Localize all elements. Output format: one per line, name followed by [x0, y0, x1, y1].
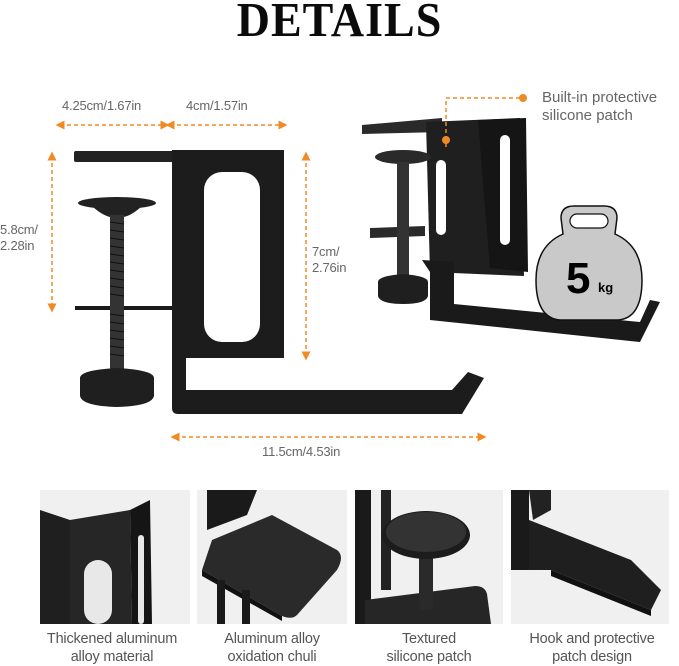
feature-caption-2: Aluminum alloy oxidation chuli [224, 631, 320, 665]
hook-length-label: 11.5cm/4.53in [262, 444, 341, 459]
clamp-depth-label: 4.25cm/1.67in [62, 98, 142, 113]
clamp-height-in-label: 2.28in [0, 238, 35, 253]
feature-image-oxidation [197, 490, 347, 624]
callout-line1: Built-in protective [542, 89, 658, 106]
feature-image-silicone [355, 490, 503, 624]
clamp-height-cm-label: 5.8cm/ [0, 222, 38, 237]
bracket-height-cm-label: 7cm/ [312, 244, 340, 259]
weight-value: 5 [566, 254, 591, 303]
callout-line2: silicone patch [542, 107, 633, 124]
feature-caption-3: Textured silicone patch [386, 631, 472, 665]
page-title: DETAILS [236, 0, 443, 47]
feature-image-thickened-alloy [40, 490, 190, 624]
feature-caption-4: Hook and protective patch design [529, 631, 655, 665]
dimension-diagram [47, 94, 660, 442]
weight-badge [535, 205, 643, 321]
feature-caption-1: Thickened aluminum alloy material [46, 631, 178, 665]
bracket-height-in-label: 2.76in [312, 260, 347, 275]
bracket-width-label: 4cm/1.57in [186, 98, 248, 113]
weight-unit: kg [598, 280, 614, 295]
feature-image-hook [511, 490, 669, 624]
